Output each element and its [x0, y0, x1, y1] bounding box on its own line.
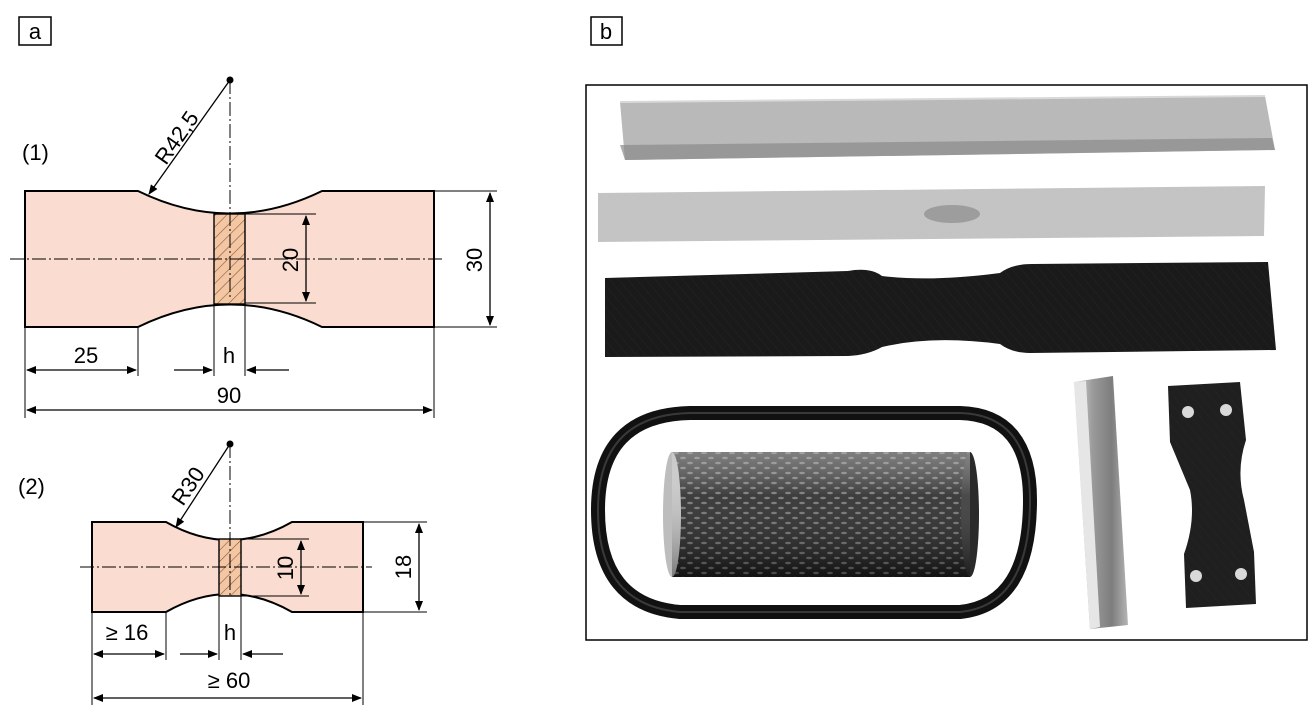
- panel-b: b: [585, 16, 1308, 641]
- specimen-2-length-label: ≥ 60: [208, 668, 251, 693]
- specimen-2-tag: (2): [18, 474, 45, 499]
- panel-b-label: b: [600, 19, 612, 44]
- specimen-2-neck-label: 10: [273, 556, 298, 580]
- photo-grey-channel: [1074, 376, 1128, 629]
- photo-black-dogbone: [605, 262, 1276, 357]
- specimen-2-shoulder-label: ≥ 16: [106, 620, 149, 645]
- specimen-2-total-label: 18: [391, 555, 416, 579]
- specimen-1-radius-line: [148, 79, 231, 195]
- specimen-1-drawing: (1) R42,5 20 30 25: [10, 76, 497, 418]
- specimen-photo: [585, 84, 1308, 641]
- panel-a-label: a: [29, 19, 42, 44]
- panel-a-label-box: [18, 16, 52, 46]
- photo-grey-bar: [619, 95, 1275, 160]
- panel-a: a (1) R42,5 20 30: [10, 16, 497, 705]
- photo-light-strip: [598, 186, 1265, 242]
- photo-small-dogbone: [1168, 382, 1256, 608]
- specimen-2-drawing: (2) R30 10 18 ≥ 16: [18, 440, 427, 705]
- specimen-1-length-label: 90: [217, 383, 241, 408]
- specimen-2-radius-line: [175, 443, 231, 528]
- photo-ring-and-cylinder: [590, 406, 1038, 619]
- specimen-1-shoulder-label: 25: [74, 343, 98, 368]
- specimen-1-gauge-label: h: [223, 343, 235, 368]
- specimen-1-radius-label: R42,5: [150, 106, 204, 168]
- panel-b-label-box: [590, 16, 623, 46]
- specimen-1-neck-label: 20: [278, 248, 303, 272]
- specimen-2-gauge-label: h: [224, 620, 236, 645]
- specimen-1-total-label: 30: [462, 248, 487, 272]
- specimen-1-tag: (1): [22, 140, 49, 165]
